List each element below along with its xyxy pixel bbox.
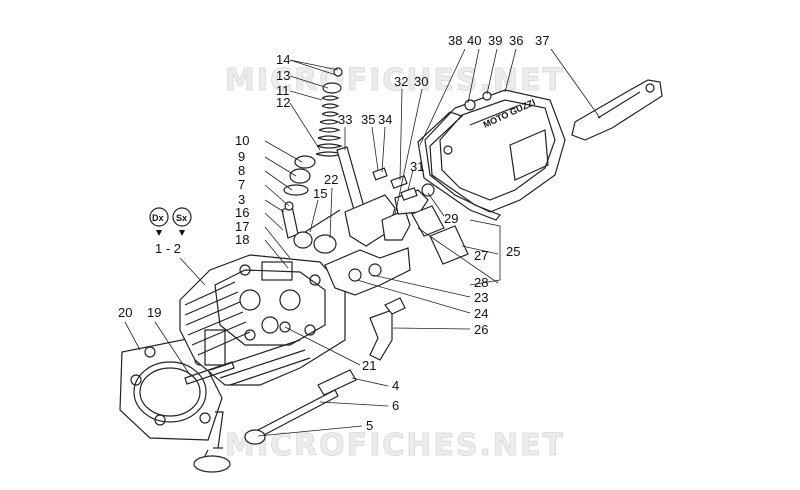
valve-guide-4	[317, 369, 357, 396]
label-9: 9	[238, 149, 245, 164]
valve-guide	[184, 361, 235, 385]
label-18: 18	[235, 232, 249, 247]
label-14: 14	[276, 52, 290, 67]
bracket	[369, 297, 406, 361]
label-31: 31	[410, 159, 424, 174]
spring-washer-8	[283, 184, 309, 196]
spring-seat-10	[294, 155, 316, 169]
marker-sx: Sx	[176, 213, 187, 223]
marker-sx-circle	[172, 207, 192, 227]
label-16: 16	[235, 205, 249, 220]
label-11: 11	[276, 83, 290, 98]
label-34: 34	[378, 112, 392, 127]
label-29: 29	[444, 211, 458, 226]
label-5: 5	[366, 418, 373, 433]
cover-gasket	[417, 111, 501, 221]
pin-32	[390, 175, 408, 189]
label-33: 33	[338, 112, 352, 127]
label-12: 12	[276, 95, 290, 110]
rocker-arms	[324, 189, 429, 296]
side-markers: Dx Sx 1 - 2	[149, 207, 192, 256]
valve	[193, 411, 231, 473]
valve-spring	[315, 67, 345, 157]
label-37: 37	[535, 33, 549, 48]
pin-35	[372, 167, 388, 181]
pin-31	[400, 187, 418, 201]
label-15: 15	[313, 186, 327, 201]
label-36: 36	[509, 33, 523, 48]
label-30: 30	[414, 74, 428, 89]
label-24: 24	[474, 306, 488, 321]
label-13: 13	[276, 68, 290, 83]
sleeve-27	[429, 225, 469, 265]
watermark-bottom: MICROFICHES.NET	[225, 428, 565, 463]
label-32: 32	[394, 74, 408, 89]
nut-29	[421, 183, 435, 197]
label-35: 35	[361, 112, 375, 127]
watermark-top: MICROFICHES.NET	[225, 63, 565, 98]
cylinder-head	[179, 254, 346, 386]
marker-range: 1 - 2	[155, 241, 181, 256]
spring-seat-9	[289, 168, 311, 184]
sleeve-28	[411, 205, 445, 237]
label-6: 6	[392, 398, 399, 413]
plug-cover	[571, 79, 663, 141]
rocker-shaft	[293, 209, 341, 254]
label-20: 20	[118, 305, 132, 320]
label-23: 23	[474, 290, 488, 305]
label-28: 28	[474, 275, 488, 290]
label-21: 21	[362, 358, 376, 373]
label-26: 26	[474, 322, 488, 337]
label-19: 19	[147, 305, 161, 320]
label-39: 39	[488, 33, 502, 48]
label-10: 10	[235, 133, 249, 148]
label-27: 27	[474, 248, 488, 263]
valve-cover: MOTO GUZZI	[424, 89, 566, 213]
label-7: 7	[238, 177, 245, 192]
exhaust-valve	[244, 389, 339, 445]
marker-dx-circle	[149, 207, 169, 227]
head-gasket	[119, 337, 223, 441]
label-4: 4	[392, 378, 399, 393]
label-22: 22	[324, 172, 338, 187]
tappet	[281, 205, 299, 239]
label-17: 17	[235, 219, 249, 234]
marker-dx: Dx	[152, 213, 164, 223]
label-40: 40	[467, 33, 481, 48]
label-38: 38	[448, 33, 462, 48]
label-25: 25	[506, 244, 520, 259]
label-8: 8	[238, 163, 245, 178]
label-3: 3	[238, 192, 245, 207]
leader-lines	[124, 48, 601, 437]
callout-labels: 14 13 11 12 10 9 8 7 3 16 17 18 15 22 33…	[118, 33, 549, 433]
